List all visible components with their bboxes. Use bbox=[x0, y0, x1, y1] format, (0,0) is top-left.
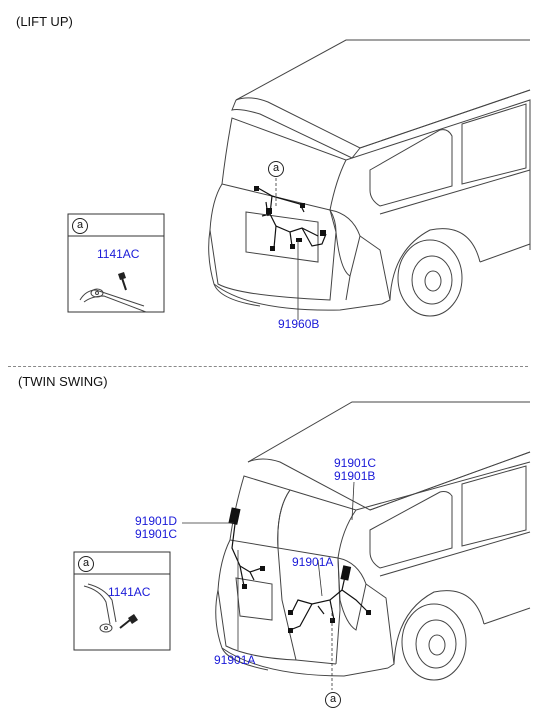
section-title-lift-up: (LIFT UP) bbox=[16, 14, 73, 29]
part-label-91901a-center: 91901A bbox=[292, 555, 334, 569]
callout-marker-a-lift-up: a bbox=[268, 161, 284, 177]
section-title-twin-swing: (TWIN SWING) bbox=[18, 374, 108, 389]
part-label-1141ac-twin-swing: 1141AC bbox=[108, 585, 151, 599]
part-label-1141ac-lift-up: 1141AC bbox=[97, 247, 140, 261]
bolt-icon-twin-swing bbox=[119, 614, 138, 629]
callout-marker-a-twin-swing: a bbox=[325, 692, 341, 708]
part-label-91901b: 91901B bbox=[334, 469, 376, 483]
section-divider bbox=[8, 366, 528, 367]
part-label-91901d: 91901D bbox=[135, 514, 178, 528]
part-label-91901c-left: 91901C bbox=[135, 527, 178, 541]
detail-box-marker-a-twin-swing: a bbox=[78, 556, 94, 572]
part-label-91960b: 91960B bbox=[278, 317, 320, 331]
bolt-icon-lift-up bbox=[118, 272, 127, 291]
detail-box-marker-a-lift-up: a bbox=[72, 218, 88, 234]
part-label-91901c-top: 91901C bbox=[334, 456, 377, 470]
part-label-91901a-bottom: 91901A bbox=[214, 653, 256, 667]
